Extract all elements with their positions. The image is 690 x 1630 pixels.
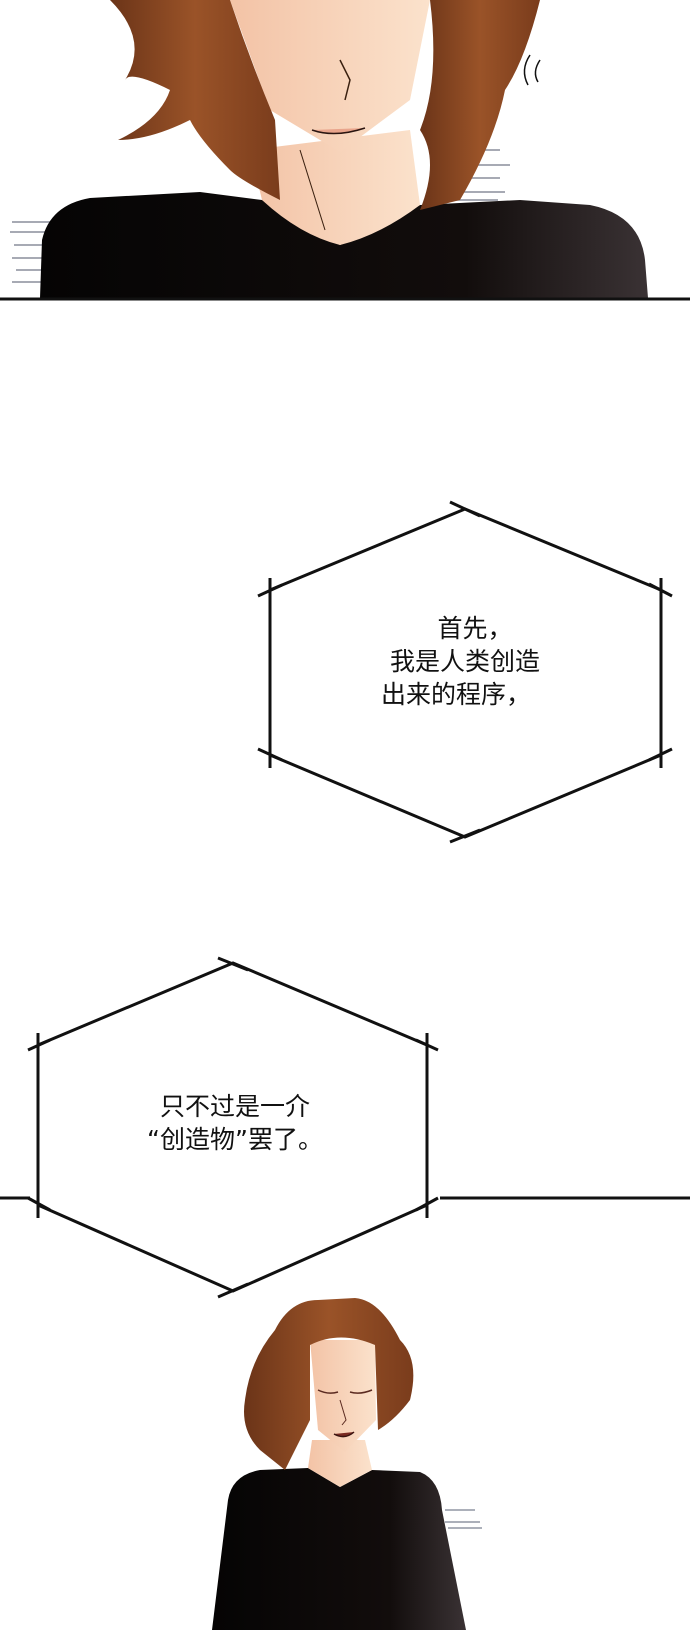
bubble-1-line-2: 我是人类创造 [389, 647, 540, 676]
bubble-1-line-3: 出来的程序， [380, 680, 531, 709]
speech-bubble-2: 只不过是一介 “创造物”罢了。 [100, 1090, 370, 1156]
bubble-2-line-2: “创造物”罢了。 [147, 1125, 323, 1154]
bubble-2-line-1: 只不过是一介 [159, 1092, 310, 1121]
speech-bubble-1: 首先， 我是人类创造 出来的程序， [330, 612, 600, 711]
speech-bubble-1-outline [257, 500, 673, 844]
panel-1-character [10, 0, 648, 298]
speech-bubble-2-outline [27, 956, 439, 1299]
panel-2-character [212, 1298, 482, 1630]
bubble-1-line-1: 首先， [437, 614, 513, 643]
